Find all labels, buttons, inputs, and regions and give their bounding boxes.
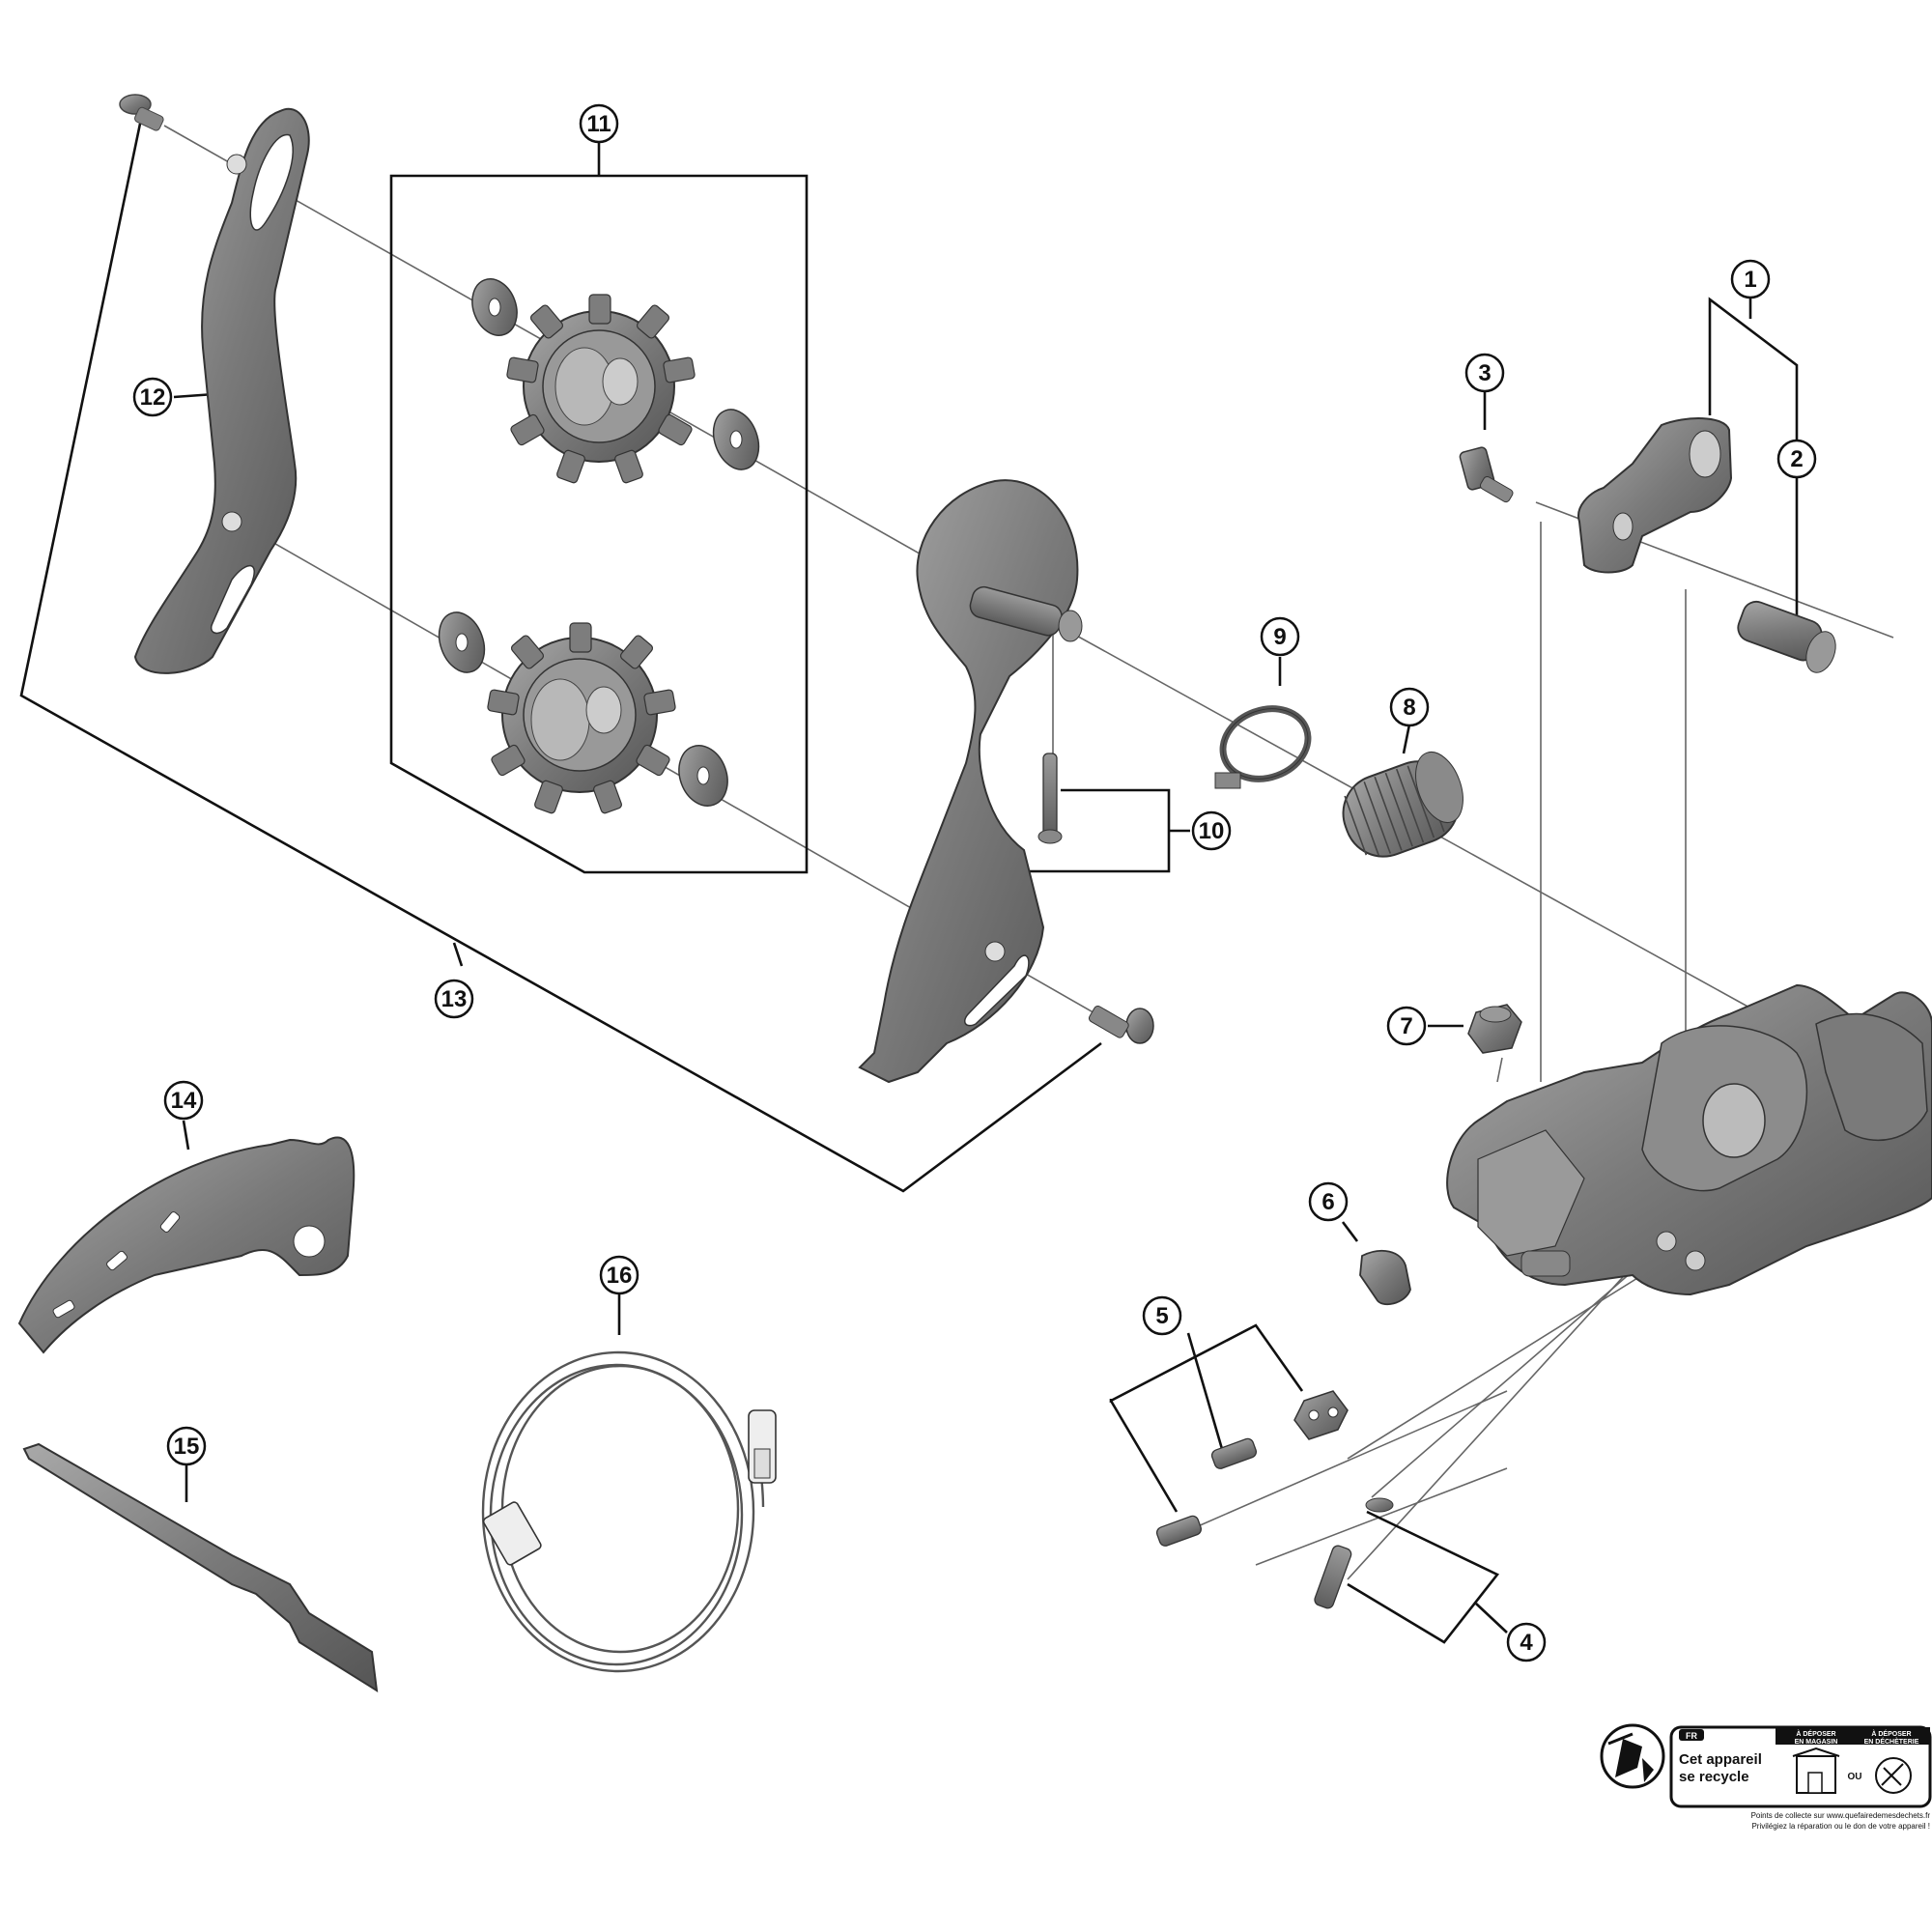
recycling-title-line2: se recycle <box>1679 1769 1749 1785</box>
callout-10-label: 10 <box>1199 818 1225 844</box>
callout-5-label: 5 <box>1155 1303 1168 1329</box>
recycling-option2-line1: À DÉPOSER <box>1871 1729 1911 1738</box>
recycling-footer-line2: Privilégiez la réparation ou le don de v… <box>1751 1822 1930 1831</box>
callout-2-label: 2 <box>1790 446 1803 472</box>
callout-11-label: 11 <box>586 111 611 137</box>
callout-14-label: 14 <box>171 1088 197 1114</box>
tension-ring <box>1214 705 1312 789</box>
recycling-country-code: FR <box>1686 1731 1697 1741</box>
callout-14: 14 <box>163 1080 204 1121</box>
callout-8-label: 8 <box>1403 695 1415 721</box>
callout-6: 6 <box>1308 1181 1349 1222</box>
callout-4-label: 4 <box>1520 1630 1533 1656</box>
washer-4 <box>678 745 728 807</box>
derailleur-body <box>1446 983 1932 1296</box>
callout-2: 2 <box>1776 439 1817 479</box>
callout-6-label: 6 <box>1321 1189 1334 1215</box>
washer-3 <box>438 611 486 673</box>
cover-cap <box>1359 1249 1411 1306</box>
washer-2 <box>712 409 760 470</box>
guard-plate <box>17 1136 355 1354</box>
store-icon <box>1792 1747 1840 1794</box>
washer-1 <box>471 278 518 336</box>
recycling-option2-line2: EN DÉCHÈTERIE <box>1864 1737 1919 1746</box>
callout-15: 15 <box>166 1426 207 1466</box>
usb-plug <box>748 1409 777 1484</box>
cage-spring <box>1342 752 1463 858</box>
callout-5: 5 <box>1142 1295 1182 1336</box>
assembly-lines <box>163 125 1894 1580</box>
callout-12-label: 12 <box>140 384 166 411</box>
tool <box>22 1442 379 1692</box>
bracket-frames <box>19 123 1799 1644</box>
upper-pulley <box>506 294 696 484</box>
recycling-option1-line1: À DÉPOSER <box>1796 1729 1835 1738</box>
callout-1: 1 <box>1730 259 1771 299</box>
recycling-or-text: OU <box>1848 1772 1862 1782</box>
callout-12: 12 <box>132 377 173 417</box>
inner-plate <box>858 479 1083 1084</box>
callout-9: 9 <box>1260 616 1300 657</box>
cable-connector <box>482 1501 542 1566</box>
callout-3: 3 <box>1464 353 1505 393</box>
b-axle-bracket <box>1577 417 1733 574</box>
callout-13-label: 13 <box>441 986 468 1012</box>
bolt-small-cage <box>1088 1005 1154 1044</box>
recycling-footer-line1: Points de collecte sur www.quefairedemes… <box>1751 1811 1931 1820</box>
callout-16-label: 16 <box>607 1263 633 1289</box>
callout-7-label: 7 <box>1400 1013 1412 1039</box>
callout-15-label: 15 <box>174 1434 200 1460</box>
adjust-screws <box>1155 1390 1349 1547</box>
callout-9-label: 9 <box>1273 624 1286 650</box>
callout-3-label: 3 <box>1478 360 1491 386</box>
triman-logo <box>1600 1723 1665 1789</box>
callout-7: 7 <box>1386 1006 1427 1046</box>
callout-4: 4 <box>1506 1622 1547 1662</box>
charging-cable <box>481 1350 765 1673</box>
recycling-title-line1: Cet appareil <box>1679 1751 1762 1768</box>
lower-pulley <box>487 622 676 814</box>
b-tension-bolt <box>1459 446 1514 503</box>
bolt-small-top-left <box>119 94 164 131</box>
callout-11: 11 <box>579 103 619 144</box>
callout-1-label: 1 <box>1744 267 1756 293</box>
callout-13: 13 <box>434 979 474 1019</box>
recycling-label: FR Cet appareil se recycle À DÉPOSER EN … <box>1600 1723 1932 1831</box>
link-pin <box>1314 1497 1394 1609</box>
callout-10: 10 <box>1191 810 1232 851</box>
cap <box>1467 1004 1522 1054</box>
recycling-option1-line2: EN MAGASIN <box>1795 1739 1838 1746</box>
axle-sleeve <box>1737 600 1836 673</box>
cage-pin <box>1037 753 1063 844</box>
callout-8: 8 <box>1389 687 1430 727</box>
outer-plate <box>133 107 310 674</box>
recycling-center-icon <box>1875 1757 1912 1794</box>
callout-16: 16 <box>599 1255 639 1295</box>
